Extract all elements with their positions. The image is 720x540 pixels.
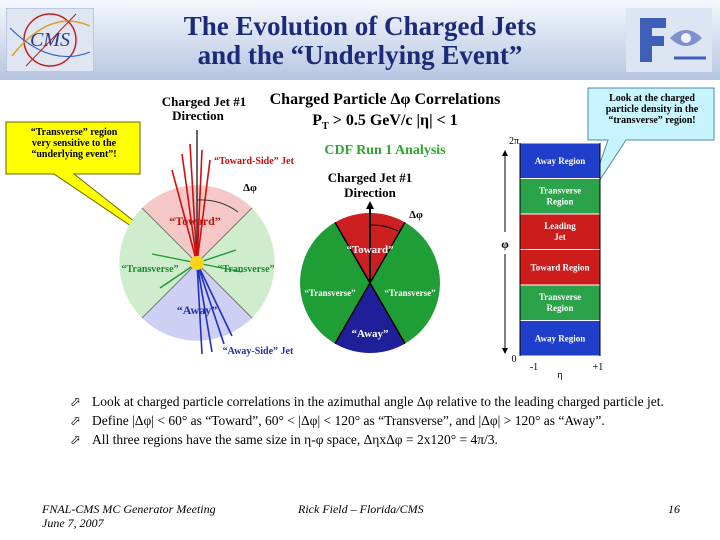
right-callout-line: particle density in the xyxy=(605,104,699,115)
away-side-jet-label: “Away-Side” Jet xyxy=(223,346,294,357)
right-callout-text: Look at the charged particle density in … xyxy=(592,93,712,126)
bullet-text: Define |Δφ| < 60° as “Toward”, 60° < |Δφ… xyxy=(92,413,605,428)
pie-away-label: “Away” xyxy=(351,328,388,340)
y-bottom-label: 0 xyxy=(512,354,517,365)
pie-toward-label: “Toward” xyxy=(346,244,393,256)
svg-text:CMS: CMS xyxy=(30,29,70,51)
pie-transverse-right-label: “Transverse” xyxy=(384,288,436,298)
left-event-diagram: Charged Jet #1 Direction “Toward-Side” J… xyxy=(119,94,295,357)
region-label: Region xyxy=(547,303,574,313)
cuts-text: > 0.5 GeV/c |η| < 1 xyxy=(328,112,458,129)
correlations-heading: Charged Particle Δφ Correlations xyxy=(269,91,501,108)
footer-meeting-line1: FNAL-CMS MC Generator Meeting xyxy=(42,502,216,516)
pie-jet-label-line2: Direction xyxy=(344,185,397,200)
left-transverse-left-label: “Transverse” xyxy=(121,264,178,275)
region-label: Region xyxy=(547,196,574,206)
x-left-label: -1 xyxy=(530,362,538,373)
region-pie-diagram: Charged Jet #1 Direction Δφ “Toward” “Tr… xyxy=(300,170,440,353)
left-callout-line: very sensitive to the xyxy=(31,138,117,149)
right-callout-line: “transverse” region! xyxy=(608,115,696,126)
right-callout-bubble xyxy=(587,87,715,199)
toward-side-jet-label: “Toward-Side” Jet xyxy=(214,156,295,167)
bullet-list: ⬀ Look at charged particle correlations … xyxy=(70,392,690,449)
slide-title-line2: and the “Underlying Event” xyxy=(197,40,523,70)
slide-title: The Evolution of Charged Jets and the “U… xyxy=(150,12,570,70)
fermilab-logo xyxy=(626,8,712,72)
pie-transverse-right-wedge xyxy=(370,222,440,344)
left-callout-line: “Transverse” region xyxy=(30,127,118,138)
left-jet-label-line2: Direction xyxy=(172,108,225,123)
region-label: Leading xyxy=(544,221,576,231)
pie-transverse-left-label: “Transverse” xyxy=(304,288,356,298)
bullet-arrow-icon: ⬀ xyxy=(70,394,81,409)
bullet-item: ⬀ Look at charged particle correlations … xyxy=(70,392,690,411)
region-label: Jet xyxy=(554,232,566,242)
right-callout-line: Look at the charged xyxy=(609,93,695,104)
x-axis-label: η xyxy=(557,370,562,380)
bullet-text: Look at charged particle correlations in… xyxy=(92,394,664,409)
region-label: Away Region xyxy=(535,333,586,343)
region-strip xyxy=(519,178,601,215)
transverse-left-wedge xyxy=(119,208,197,318)
title-bar xyxy=(0,0,720,80)
footer-meeting: FNAL-CMS MC Generator Meeting June 7, 20… xyxy=(42,502,262,530)
pie-jet-label-line1: Charged Jet #1 xyxy=(328,170,413,185)
bullet-item: ⬀ All three regions have the same size i… xyxy=(70,430,690,449)
left-transverse-right-label: “Transverse” xyxy=(217,264,274,275)
left-callout-line: “underlying event”! xyxy=(31,149,117,160)
slide-title-line1: The Evolution of Charged Jets xyxy=(183,11,537,41)
pie-transverse-left-wedge xyxy=(300,222,370,344)
bullet-arrow-icon: ⬀ xyxy=(70,432,81,447)
region-label: Toward Region xyxy=(531,262,590,272)
pie-away-wedge xyxy=(335,283,405,353)
left-away-label: “Away” xyxy=(177,303,217,317)
bullet-item: ⬀ Define |Δφ| < 60° as “Toward”, 60° < |… xyxy=(70,411,690,430)
left-delta-phi-label: Δφ xyxy=(243,182,257,194)
pt-subscript: T xyxy=(322,121,329,133)
footer-author: Rick Field – Florida/CMS xyxy=(298,502,424,516)
cdf-run-label: CDF Run 1 Analysis xyxy=(324,143,446,158)
cms-logo: CMS xyxy=(6,8,94,72)
left-toward-label: “Toward” xyxy=(169,214,221,228)
bullet-arrow-icon: ⬀ xyxy=(70,413,81,428)
region-label: Away Region xyxy=(535,156,586,166)
left-callout-text: “Transverse” region very sensitive to th… xyxy=(10,127,138,160)
y-top-label: 2π xyxy=(509,136,519,147)
eta-phi-region-plot: 2π 0 φ Away RegionTransverseRegionLeadin… xyxy=(501,136,604,380)
y-axis-label: φ xyxy=(501,237,509,251)
pie-delta-phi-label: Δφ xyxy=(409,209,423,221)
region-label: Transverse xyxy=(539,292,581,302)
left-jet-label-line1: Charged Jet #1 xyxy=(162,94,247,109)
x-right-label: +1 xyxy=(593,362,604,373)
footer-meeting-date: June 7, 2007 xyxy=(42,516,104,530)
bullet-text: All three regions have the same size in … xyxy=(92,432,498,447)
pt-symbol: P xyxy=(312,112,323,129)
collision-point xyxy=(190,256,204,270)
cuts-subheading: PT > 0.5 GeV/c |η| < 1 xyxy=(260,112,510,132)
region-strips: Away RegionTransverseRegionLeadingJetTow… xyxy=(519,142,601,357)
transverse-right-wedge xyxy=(197,208,275,318)
region-label: Transverse xyxy=(539,185,581,195)
page-number: 16 xyxy=(668,502,680,516)
